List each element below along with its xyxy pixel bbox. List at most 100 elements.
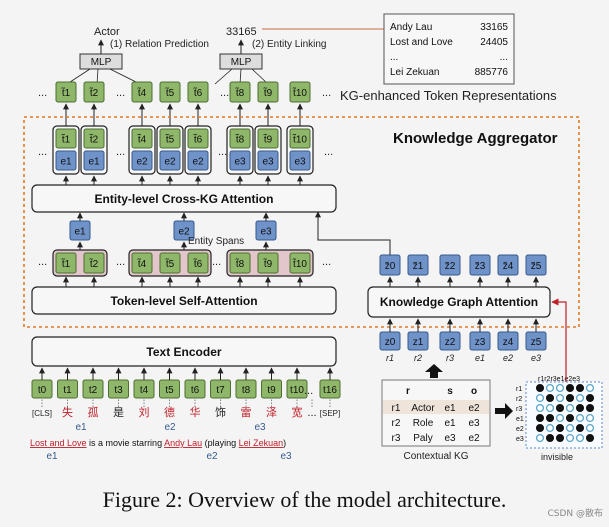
matrix-row-label: r2 — [516, 396, 522, 403]
aggregator-entity-label: e1 — [60, 157, 72, 168]
kg-input-subscript: r3 — [446, 353, 454, 363]
matrix-invisible-dot — [555, 413, 565, 423]
char-entity-tag: e1 — [75, 422, 87, 433]
aggregator-pair: t̃2e1 — [80, 125, 108, 175]
contextual-kg-label: Contextual KG — [403, 451, 468, 462]
aggregator-token-label: t̃6 — [192, 133, 202, 145]
cross-kg-attention-label: Entity-level Cross-KG Attention — [95, 192, 274, 206]
matrix-invisible-dot — [555, 383, 565, 393]
input-token-label: t5 — [165, 385, 174, 396]
mlp-entity-label: MLP — [231, 57, 252, 68]
lookup-name: Andy Lau — [390, 22, 432, 33]
aggregator-entity: e2 — [159, 150, 181, 171]
input-char: 失 — [62, 406, 73, 419]
span-ellipsis: ... — [116, 256, 125, 268]
input-char: 是 — [113, 406, 124, 419]
lookup-id: 885776 — [475, 67, 509, 78]
aggregator-entity: e3 — [229, 150, 251, 171]
output-token: t̃6 — [187, 81, 209, 103]
knowledge-aggregator-region — [23, 116, 580, 328]
kg-table-cell: Paly — [413, 433, 432, 444]
kg-table-cell: e2 — [468, 403, 480, 414]
output-ellipsis: ... — [220, 87, 229, 99]
input-char: 德 — [164, 405, 175, 419]
matrix-row-label: e1 — [516, 416, 524, 423]
input-token-label: t4 — [140, 385, 149, 396]
matrix-visible-dot — [535, 413, 545, 423]
aggregator-entity-label: e2 — [192, 157, 204, 168]
aggregator-entity: e2 — [131, 150, 153, 171]
kg-table-cell: Role — [413, 418, 434, 429]
output-ellipsis: ... — [322, 87, 331, 99]
input-token-label: t2 — [89, 385, 98, 396]
output-ellipsis: ... — [38, 87, 47, 99]
kg-input-subscript: r2 — [414, 353, 422, 363]
input-token-label: t1 — [63, 385, 72, 396]
kg-input-node-label: z3 — [475, 337, 486, 348]
matrix-visible-dot — [545, 413, 555, 423]
input-token-label: t0 — [38, 385, 47, 396]
kg-input-node: z1 — [407, 331, 429, 351]
aggregator-token-label: t̃2 — [88, 133, 98, 145]
span-token: t̃9 — [257, 252, 279, 274]
matrix-invisible-dot — [535, 433, 545, 443]
entity-node: e1 — [69, 220, 91, 241]
char-entity-tag: e3 — [254, 422, 266, 433]
input-token: t2 — [82, 379, 104, 399]
kg-input-node: z0 — [379, 331, 401, 351]
input-token: t7 — [210, 379, 231, 399]
lookup-name: ... — [390, 52, 398, 63]
span-token: t̃6 — [187, 252, 209, 274]
matrix-invisible-dot — [535, 403, 545, 413]
sentence-entity-tag: e1 — [46, 451, 58, 462]
kg-hidden-node: z̃3 — [469, 254, 491, 276]
input-token-label: t6 — [191, 385, 200, 396]
kg-table-row — [383, 400, 489, 414]
text-encoder-label: Text Encoder — [146, 345, 221, 359]
aggregator-token-label: t̃1 — [60, 133, 70, 145]
matrix-to-kg-attention-arrow — [551, 298, 567, 382]
aggregator-entity: e1 — [83, 150, 105, 171]
matrix-visible-dot — [575, 403, 585, 413]
span-token-label: t̃8 — [234, 258, 244, 270]
matrix-invisible-dot — [585, 383, 595, 393]
aggregator-ellipsis: ... — [116, 146, 125, 158]
kg-hidden-node-label: z̃2 — [445, 261, 456, 272]
kg-table-cell: r2 — [392, 418, 401, 429]
kg-table-cell: Actor — [411, 403, 435, 414]
input-char: 刘 — [139, 406, 150, 419]
knowledge-aggregator-title: Knowledge Aggregator — [393, 130, 558, 147]
mlp-right-in-1 — [214, 68, 233, 85]
output-token-label: t̃1 — [60, 87, 70, 99]
kg-input-node-label: z1 — [413, 337, 424, 348]
input-token: t5 — [159, 379, 180, 399]
input-token: t16 — [319, 379, 341, 399]
self-attention-label: Token-level Self-Attention — [110, 294, 257, 308]
span-token: t̃2 — [83, 252, 105, 274]
kg-hidden-node: z̃4 — [497, 254, 519, 276]
matrix-invisible-dot — [565, 433, 575, 443]
entity-node-label: e1 — [74, 227, 86, 238]
matrix-visible-dot — [555, 403, 565, 413]
aggregator-entity: e1 — [55, 150, 77, 171]
aggregator-pair: t̃1 e1 — [52, 125, 80, 175]
kg-input-node-label: z0 — [385, 337, 396, 348]
aggregator-token-label: t̃10 — [292, 133, 308, 145]
kg-table-right-arrow — [495, 403, 513, 419]
kg-token-representations-label: KG-enhanced Token Representations — [340, 88, 557, 103]
matrix-visible-dot — [575, 423, 585, 433]
entity-spans-label: Entity Spans — [188, 236, 244, 247]
lookup-name: Lost and Love — [390, 37, 453, 48]
output-ellipsis: ... — [116, 87, 125, 99]
kg-input-node: z5 — [525, 331, 547, 351]
matrix-invisible-dot — [545, 383, 555, 393]
kg-hidden-node-label: z̃5 — [531, 261, 542, 272]
aggregator-token-label: t̃5 — [164, 133, 174, 145]
output-token-label: t̃8 — [234, 87, 244, 99]
self-attention-block: Token-level Self-Attention — [31, 286, 337, 315]
matrix-visible-dot — [535, 423, 545, 433]
input-token: t8 — [235, 379, 257, 399]
